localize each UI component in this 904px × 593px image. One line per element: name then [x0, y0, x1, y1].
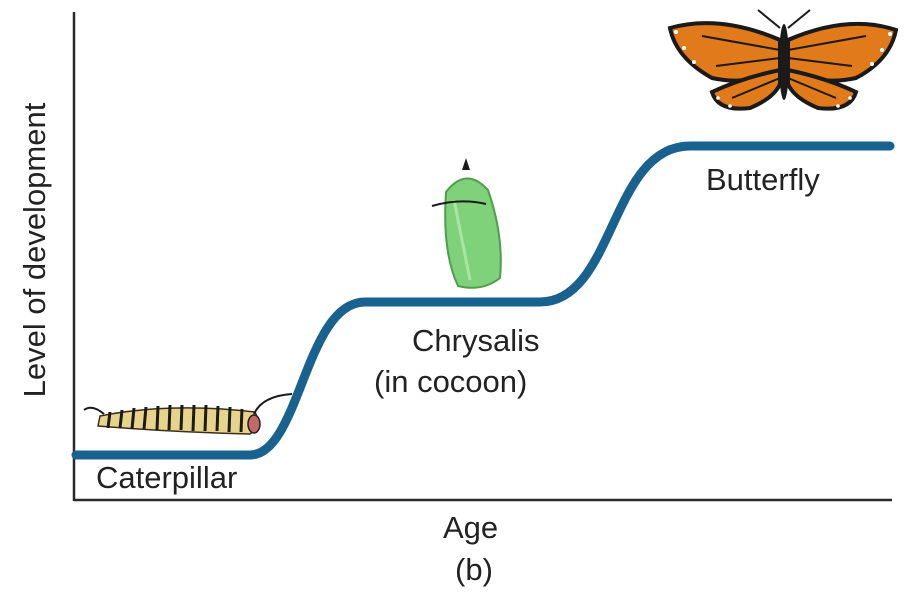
stage-label-butterfly: Butterfly [706, 162, 820, 198]
stage-label-caterpillar: Caterpillar [96, 460, 237, 496]
caterpillar-illustration [84, 394, 292, 434]
stage-label-chrysalis: Chrysalis [412, 323, 539, 359]
figure-caption: (b) [455, 552, 493, 588]
chrysalis-illustration [432, 158, 501, 288]
stage-label-chrysalis-subtitle: (in cocoon) [374, 364, 527, 400]
x-axis-label: Age [443, 510, 498, 546]
monarch-butterfly-illustration [670, 10, 896, 109]
